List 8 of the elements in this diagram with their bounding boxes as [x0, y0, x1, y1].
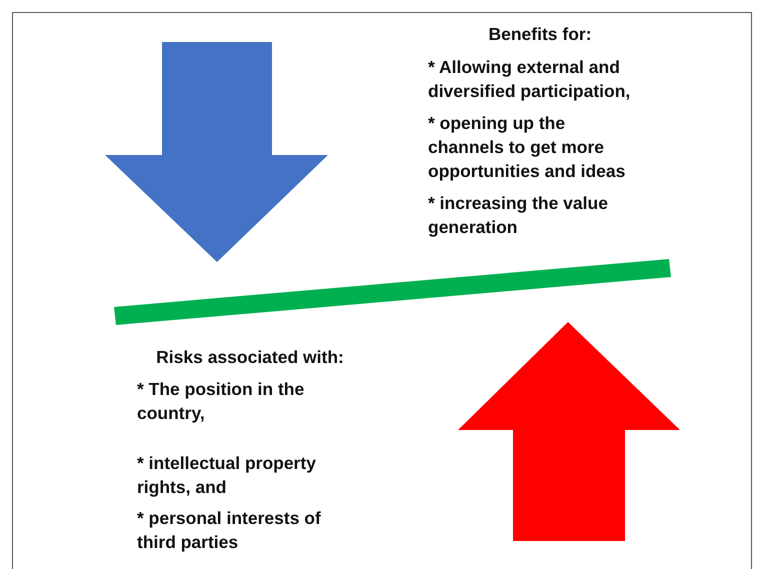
bullet-text: * Allowing external and diversified participation, [428, 56, 632, 103]
bullet-text: * The position in the country, [137, 378, 306, 425]
heading: Benefits for: [487, 23, 593, 46]
bullet-text: * intellectual property rights, and [137, 452, 317, 499]
bullet-text: * opening up the channels to get more opportunities and ideas [428, 112, 626, 183]
heading: Risks associated with: [155, 346, 345, 369]
bullet-text: * increasing the value generation [428, 192, 609, 239]
bullet-text: * personal interests of third parties [137, 507, 322, 554]
